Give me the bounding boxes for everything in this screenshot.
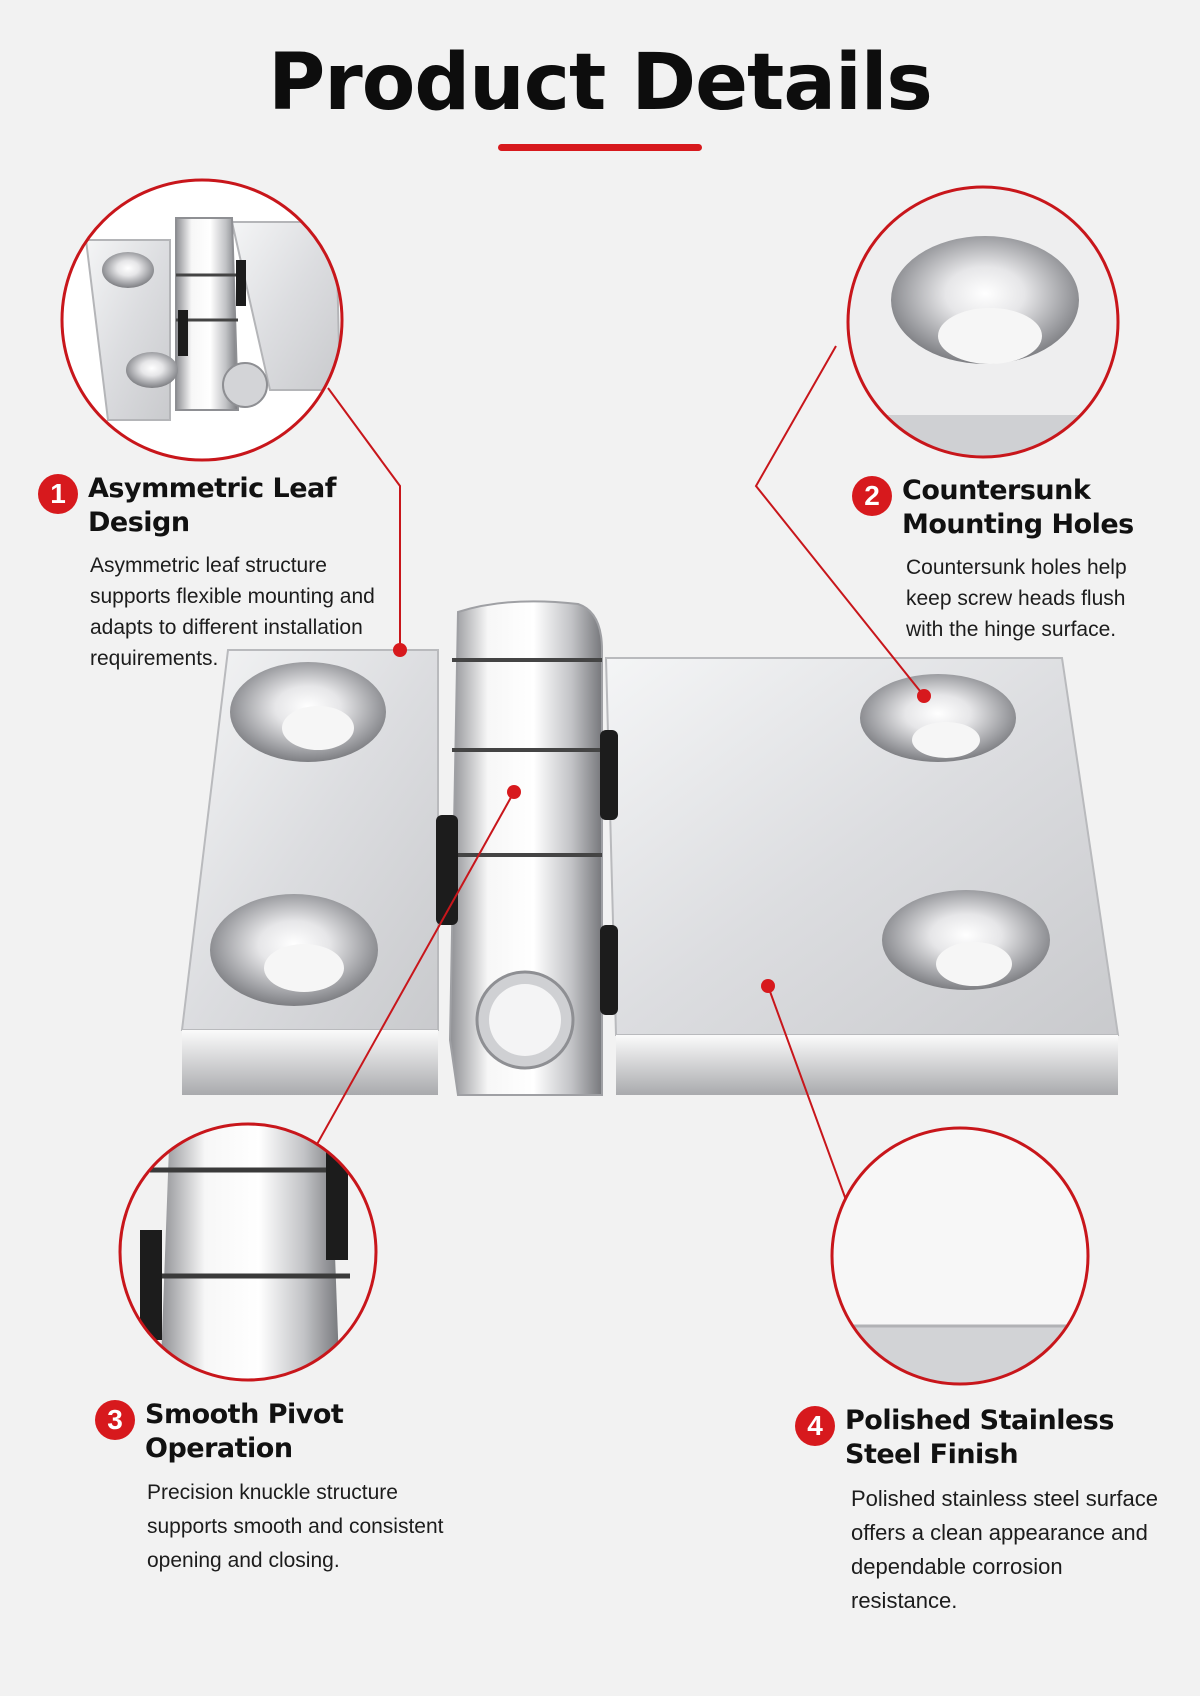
zoom-circle-hole (846, 185, 1120, 459)
title-underline (498, 144, 702, 151)
feature-asymmetric-leaf: 1 Asymmetric Leaf Design Asymmetric leaf… (38, 472, 398, 674)
zoom-circle-leaf (60, 178, 344, 462)
page-title: Product Details (268, 38, 933, 128)
hinge-knuckle (436, 600, 618, 1096)
feature-countersunk-holes: 2 Countersunk Mounting Holes Countersunk… (852, 474, 1172, 645)
callout-lines (315, 345, 925, 1201)
feature-title: Smooth Pivot Operation (145, 1399, 344, 1464)
feature-description: Polished stainless steel surface offers … (851, 1486, 1158, 1613)
hinge-right-leaf (604, 657, 1120, 1095)
feature-polished-finish: 4 Polished Stainless Steel Finish Polish… (795, 1404, 1165, 1618)
feature-title: Countersunk Mounting Holes (902, 475, 1134, 540)
feature-title: Polished Stainless Steel Finish (845, 1405, 1114, 1470)
feature-number-badge: 3 (95, 1400, 135, 1440)
feature-number-badge: 4 (795, 1406, 835, 1446)
feature-description: Asymmetric leaf structure supports flexi… (90, 554, 375, 670)
zoom-circle-knuckle (118, 1122, 378, 1382)
feature-number-badge: 2 (852, 476, 892, 516)
feature-number-badge: 1 (38, 474, 78, 514)
feature-smooth-pivot: 3 Smooth Pivot Operation Precision knuck… (95, 1398, 475, 1578)
zoom-circle-surface (830, 1126, 1090, 1386)
feature-title: Asymmetric Leaf Design (88, 473, 337, 538)
callout-dots (393, 643, 931, 993)
feature-description: Countersunk holes help keep screw heads … (906, 556, 1127, 641)
hinge-left-leaf (180, 649, 439, 1095)
feature-description: Precision knuckle structure supports smo… (147, 1481, 444, 1572)
